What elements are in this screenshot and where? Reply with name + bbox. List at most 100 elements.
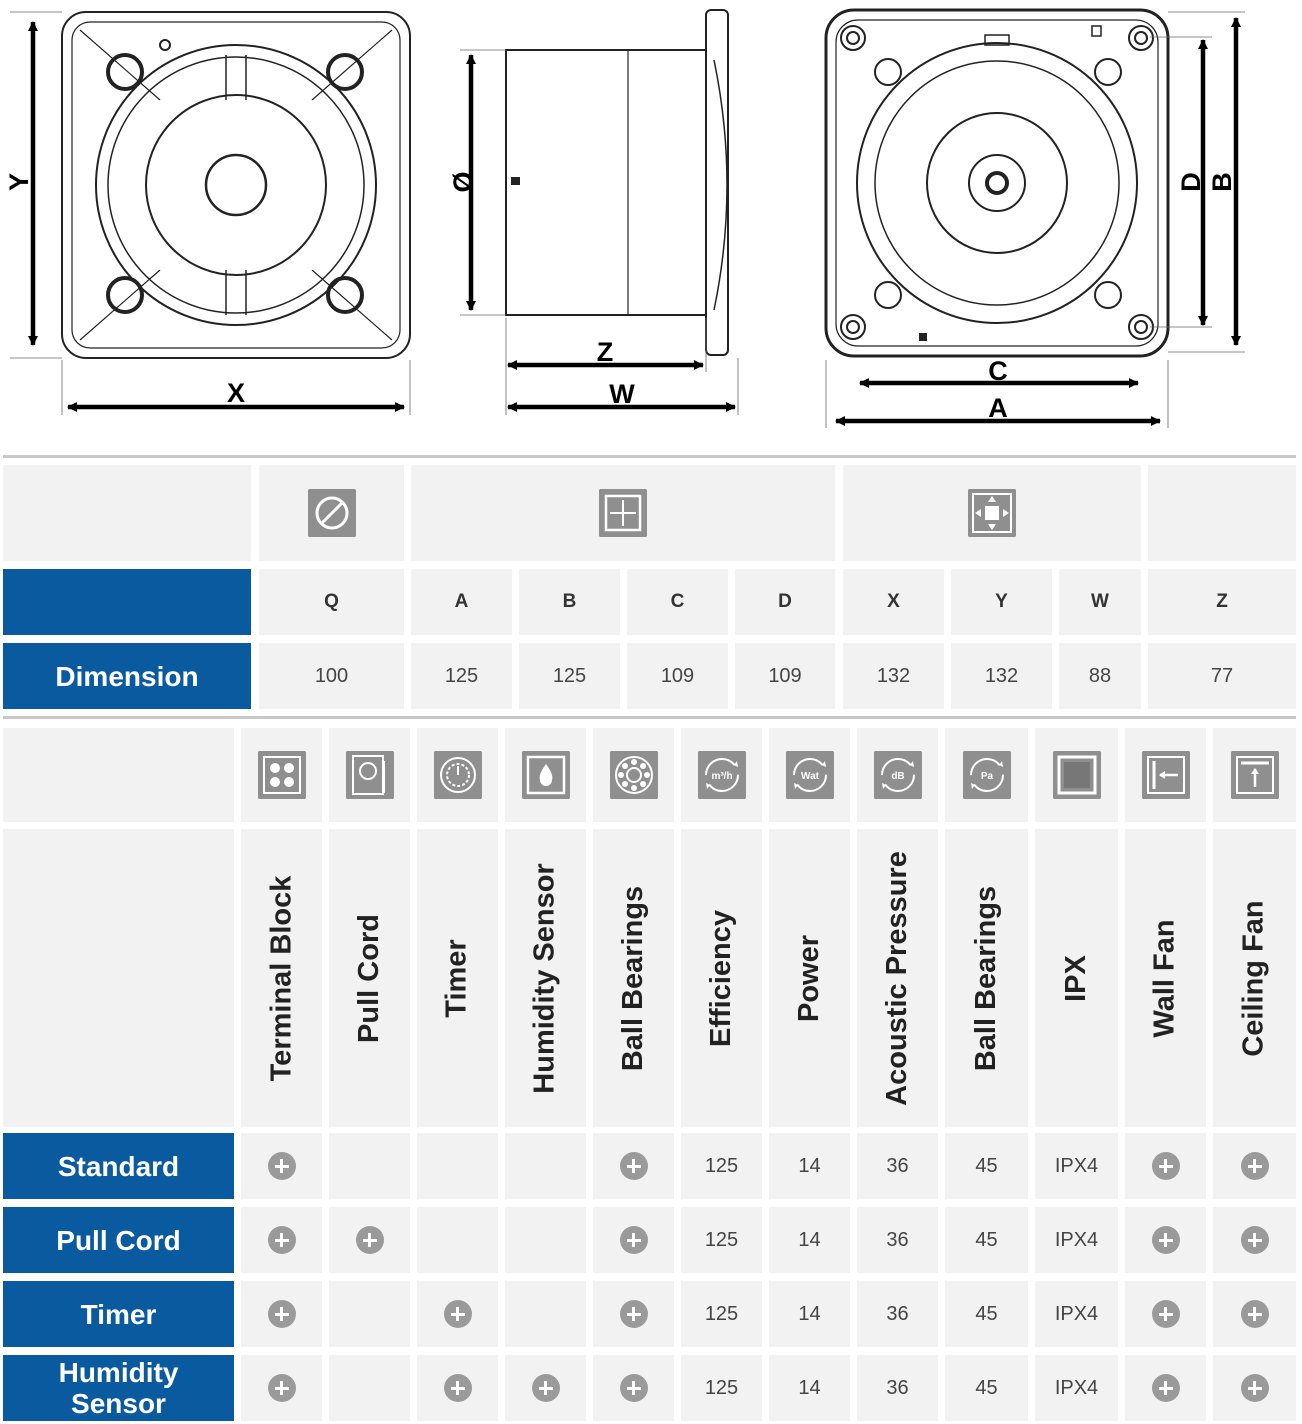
plus-icon bbox=[443, 1374, 472, 1402]
column-header: Terminal Block bbox=[265, 875, 297, 1081]
plus-icon bbox=[1151, 1226, 1180, 1254]
cell-value: 36 bbox=[886, 1302, 909, 1325]
plus-icon bbox=[1151, 1300, 1180, 1328]
humidity-sensor-icon bbox=[521, 751, 570, 799]
cell-value: 45 bbox=[975, 1302, 998, 1325]
table-cell bbox=[329, 1133, 410, 1199]
table-cell: IPX4 bbox=[1035, 1207, 1118, 1273]
table-cell: 125 bbox=[681, 1207, 762, 1273]
plus-icon bbox=[1151, 1374, 1180, 1402]
terminal-block-icon bbox=[257, 751, 306, 799]
dimension-value: 125 bbox=[519, 643, 620, 709]
icon-cell bbox=[843, 465, 1141, 561]
table-cell: 14 bbox=[769, 1207, 850, 1273]
svg-text:Pa: Pa bbox=[980, 771, 993, 782]
icon-cell: m³/h bbox=[681, 728, 762, 822]
column-header: Pull Cord bbox=[353, 913, 386, 1043]
column-header: Ceiling Fan bbox=[1238, 899, 1271, 1057]
empty-header-cell bbox=[3, 465, 251, 561]
column-header: Z bbox=[1148, 569, 1296, 635]
table-cell bbox=[329, 1281, 410, 1347]
column-header: Wall Fan bbox=[1149, 918, 1181, 1038]
row-label: Standard bbox=[3, 1133, 234, 1199]
table-cell bbox=[417, 1281, 498, 1347]
column-header-cell: Power bbox=[769, 829, 850, 1127]
table-cell: IPX4 bbox=[1035, 1355, 1118, 1421]
efficiency-icon: m³/h bbox=[697, 751, 746, 799]
dimension-value: 88 bbox=[1059, 643, 1141, 709]
plus-icon bbox=[1240, 1226, 1269, 1254]
pull-cord-icon bbox=[345, 751, 394, 799]
fan-dimension-drawings: Y X Ø Z W C A D B bbox=[4, 8, 1245, 428]
svg-text:m³/h: m³/h bbox=[711, 771, 732, 782]
dimension-value: 132 bbox=[843, 643, 944, 709]
svg-text:Wat: Wat bbox=[801, 771, 820, 782]
dimension-value: 125 bbox=[411, 643, 512, 709]
cell-value: 45 bbox=[975, 1228, 998, 1251]
table-cell bbox=[241, 1355, 322, 1421]
cell-value: 36 bbox=[886, 1376, 909, 1399]
frame-dimensions-icon bbox=[599, 489, 647, 537]
diameter-icon bbox=[307, 489, 356, 537]
ball-bearings-icon bbox=[609, 751, 658, 799]
cell-value: 14 bbox=[798, 1302, 821, 1325]
empty-header-cell bbox=[3, 829, 234, 1127]
column-header: D bbox=[735, 569, 835, 635]
table-cell bbox=[329, 1207, 410, 1273]
label-diameter: Ø bbox=[448, 171, 478, 192]
table-cell bbox=[505, 1281, 586, 1347]
column-header: Y bbox=[951, 569, 1052, 635]
dimension-value: 100 bbox=[259, 643, 404, 709]
dimension-value: 109 bbox=[735, 643, 835, 709]
column-header-cell: Pull Cord bbox=[329, 829, 410, 1127]
plus-icon bbox=[619, 1226, 648, 1254]
icon-cell bbox=[1125, 728, 1206, 822]
column-header-cell: Ceiling Fan bbox=[1213, 829, 1296, 1127]
column-header: IPX bbox=[1060, 954, 1092, 1002]
side-view bbox=[505, 9, 729, 356]
column-header-cell: Ball Bearings bbox=[945, 829, 1028, 1127]
table-cell: 125 bbox=[681, 1355, 762, 1421]
table-cell: IPX4 bbox=[1035, 1133, 1118, 1199]
icon-cell bbox=[329, 728, 410, 822]
cell-value: 125 bbox=[704, 1302, 739, 1325]
table-cell bbox=[241, 1281, 322, 1347]
plus-icon bbox=[267, 1300, 296, 1328]
row-label-dimension: Dimension bbox=[3, 643, 251, 709]
divider bbox=[3, 455, 1296, 458]
cell-value: 125 bbox=[704, 1154, 739, 1177]
plus-icon bbox=[355, 1226, 384, 1254]
column-header: Ball Bearings bbox=[617, 885, 649, 1071]
cell-value: 45 bbox=[975, 1154, 998, 1177]
cell-value: 125 bbox=[704, 1228, 739, 1251]
icon-cell bbox=[411, 465, 835, 561]
icon-cell bbox=[505, 728, 586, 822]
label-c: C bbox=[988, 356, 1008, 386]
column-header: Timer bbox=[440, 938, 473, 1018]
empty-header-cell bbox=[1148, 465, 1296, 561]
column-header-cell: Efficiency bbox=[681, 829, 762, 1127]
table-cell bbox=[593, 1133, 674, 1199]
column-header: B bbox=[519, 569, 620, 635]
table-cell bbox=[417, 1133, 498, 1199]
column-header-cell: Acoustic Pressure bbox=[857, 829, 938, 1127]
table-cell: 45 bbox=[945, 1207, 1028, 1273]
outer-dimensions-icon bbox=[968, 489, 1016, 537]
ceiling-fan-icon bbox=[1230, 751, 1279, 799]
table-cell: 36 bbox=[857, 1207, 938, 1273]
plus-icon bbox=[619, 1300, 648, 1328]
table-cell bbox=[1213, 1133, 1296, 1199]
table-cell: 125 bbox=[681, 1281, 762, 1347]
icon-cell bbox=[593, 728, 674, 822]
table-cell bbox=[1213, 1281, 1296, 1347]
empty-header-cell bbox=[3, 728, 234, 822]
row-label: Humidity Sensor bbox=[3, 1355, 234, 1421]
pressure-icon: Pa bbox=[962, 751, 1011, 799]
column-header: Power bbox=[793, 934, 825, 1022]
front-view bbox=[61, 11, 411, 359]
table-cell bbox=[329, 1355, 410, 1421]
table-cell: 36 bbox=[857, 1281, 938, 1347]
cell-value: IPX4 bbox=[1054, 1302, 1099, 1325]
power-icon: Wat bbox=[785, 751, 834, 799]
column-header-cell: IPX bbox=[1035, 829, 1118, 1127]
